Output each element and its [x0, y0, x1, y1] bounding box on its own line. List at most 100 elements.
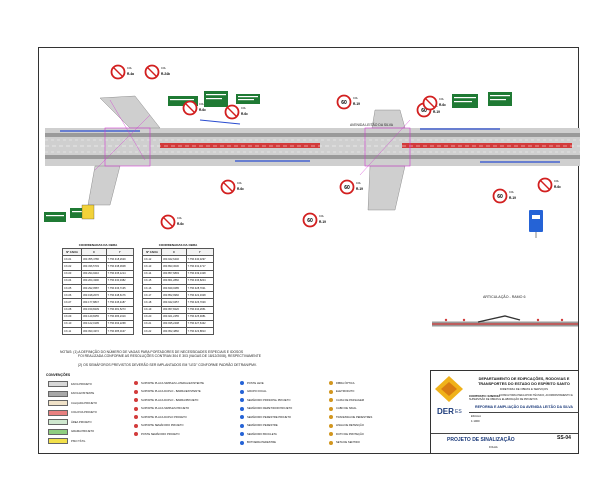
- legend-swatch: [48, 381, 68, 387]
- sign-label: R-19: [509, 196, 516, 200]
- legend-label: SEMÁFORO PEDESTRE: [247, 424, 278, 427]
- prohibition-sign: COL R-6c: [182, 100, 206, 116]
- sign-code: COL: [319, 215, 325, 218]
- drawing-title: PROJETO DE SINALIZAÇÃO: [447, 437, 515, 443]
- table-cell: 363.159,8239: [81, 305, 107, 314]
- legend-swatch-item: GRAMA PROJETO: [48, 428, 95, 435]
- speed-limit-value: 60: [421, 108, 427, 114]
- legend-symbol-icon: [329, 381, 333, 385]
- legend-swatch: [48, 428, 68, 435]
- table-header: X: [161, 247, 187, 257]
- sign-code: COL: [127, 67, 133, 70]
- speed-limit-value: 60: [497, 194, 503, 200]
- table-cell: 7.756.339,1328: [185, 269, 215, 278]
- legend-label: SUPORTE PLACA DUPLO - BARRA/EXISTENTE: [141, 390, 201, 393]
- legend-symbol-icon: [134, 381, 138, 385]
- scale-value: 1:1000: [471, 419, 480, 423]
- legend-item: POSTE SEMÁFORO PROJETO: [134, 432, 180, 436]
- table-cell: 363.177,8847: [81, 298, 107, 307]
- legend-label: SUPORTE PLACA DUPLO - BARRA/PROJETO: [141, 398, 199, 402]
- drawing-frame: [38, 47, 579, 454]
- sign-label: R-19: [319, 220, 326, 224]
- legend-swatch: [48, 419, 68, 425]
- legend-item: SEMÁFORO PEDESTRE: [240, 423, 278, 428]
- table-cell: 7.756.393,2268: [105, 319, 135, 329]
- legend-symbol-icon: [329, 406, 333, 411]
- sign-code: COL: [199, 103, 205, 106]
- table-cell: CX-18: [141, 298, 163, 307]
- sign-code: COL: [177, 217, 183, 220]
- legend-label: GRAMA PROJETO: [71, 430, 95, 433]
- legend-item: SUPORTE PLACA DUPLO PROJETO: [134, 415, 187, 419]
- table-cell: 363.852,9966: [161, 291, 187, 300]
- contract-desc: CONSULTORIA PARA APOIO TÉCNICO, ACOMPANH…: [499, 394, 573, 397]
- table-cell: 363.952,4860: [161, 327, 187, 336]
- table-cell: CX-14: [141, 269, 163, 278]
- legend-swatch-item: FAIXA EXISTENTE: [48, 390, 94, 397]
- table-cell: 363.264,4390: [81, 276, 107, 285]
- legend-label: GRUPO FOCAL: [247, 390, 267, 393]
- legend-label: SUPORTE PLACA SIMPLES LATERAL/EXISTENTE: [141, 381, 204, 385]
- table-cell: 7.756.328,7021: [185, 283, 215, 293]
- legend-item: CAIXA DE PASSAGEM: [329, 398, 364, 402]
- title-block: DER ES DEPARTAMENTO DE EDIFICAÇÕES, RODO…: [430, 370, 579, 454]
- legend-symbol-icon: [240, 389, 244, 394]
- table-cell: CX-15: [141, 276, 163, 285]
- direction-sign: [168, 96, 198, 106]
- contract: CONTRATO: 028/2012: [469, 394, 501, 398]
- legend-label: CICLOVIA PROJETO: [71, 411, 97, 414]
- table-cell: 7.756.338,3608: [105, 262, 135, 271]
- legend-symbol-icon: [134, 432, 138, 436]
- table-cell: 363.292,0587: [81, 283, 107, 293]
- table-cell: 363.149,8255: [81, 312, 107, 321]
- divider: [431, 433, 578, 434]
- table-cell: CX-13: [141, 262, 163, 271]
- table-cell: CX-12: [141, 255, 163, 264]
- table-cell: CX-05: [61, 283, 83, 293]
- legend-item: SEMÁFORO REPETIDOR PROJETO: [240, 406, 292, 411]
- sign-label: R-6c: [199, 108, 206, 112]
- speed-limit-value: 60: [307, 218, 313, 224]
- speed-limit-sign: 60 COL R-19: [492, 188, 516, 204]
- parking-sign: [529, 210, 543, 232]
- legend-label: LINHA DE RETENÇÃO: [336, 424, 364, 427]
- sign-label: R-19: [433, 110, 440, 114]
- table-cell: CX-02: [61, 262, 83, 271]
- sheet-label: FOLHA: [489, 446, 498, 449]
- table-cell: CX-10: [61, 319, 83, 329]
- intersection-left: [87, 95, 161, 206]
- road-label: AVENIDA LEITÃO DA SILVA: [350, 122, 394, 127]
- table-cell: 363.942,6446: [161, 255, 187, 264]
- legend-symbol-icon: [240, 432, 244, 436]
- legend-item: CABO DE SINAL: [329, 406, 357, 411]
- table-cell: CX-17: [141, 291, 163, 300]
- table-cell: 7.756.381,5273: [105, 305, 135, 314]
- legend-label: TRAVESSIA DE PEDESTRES: [336, 415, 373, 419]
- sign-code: COL: [241, 107, 247, 110]
- table-cell: 7.756.386,2319: [105, 312, 135, 321]
- sign-code: COL: [509, 191, 515, 194]
- sign-code: COL: [161, 67, 167, 70]
- org-line-2: TRANSPORTES DO ESTADO DO ESPÍRITO SANTO: [478, 382, 570, 386]
- legend-label: PISO TÁTIL: [71, 439, 86, 443]
- direction-sign: [452, 94, 478, 108]
- direction-sign: [236, 94, 260, 104]
- table-cell: 363.355,4786: [81, 255, 107, 264]
